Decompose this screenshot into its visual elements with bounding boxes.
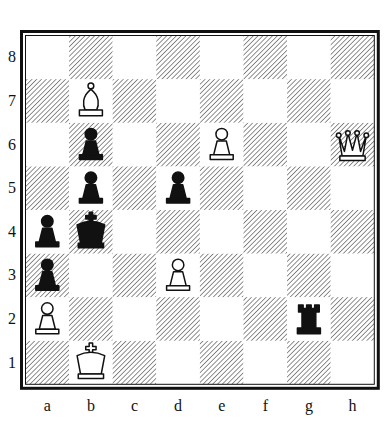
chess-piece [297,305,320,334]
chess-piece [36,303,59,334]
file-label: e [218,398,225,414]
chess-piece [210,128,233,159]
board-square [156,254,200,298]
board-square [26,79,70,123]
board-square [69,79,113,123]
board-square [287,36,331,80]
board-square [287,341,331,385]
rank-label: 5 [8,180,16,196]
board-square [69,166,113,210]
board-square [287,123,331,167]
board-square [26,166,70,210]
board-square [200,254,244,298]
rank-label: 2 [8,311,16,327]
board-square [200,79,244,123]
file-label: d [174,398,182,414]
board-square [156,36,200,80]
rank-label: 3 [8,267,16,283]
board-square [113,341,157,385]
board-square [113,297,157,341]
rank-label: 7 [8,93,16,109]
board-square [244,297,288,341]
board-square [244,36,288,80]
board-square [331,79,375,123]
board-square [26,297,70,341]
board-square [26,341,70,385]
chess-piece [336,131,368,161]
board-square [200,36,244,80]
board-square [69,36,113,80]
board-square [331,166,375,210]
board-square [200,123,244,167]
board-square [200,297,244,341]
file-label: a [44,398,51,414]
chess-piece [77,343,105,379]
board-square [244,341,288,385]
chess-piece [79,83,102,116]
board-square [156,210,200,254]
rank-label: 1 [8,355,16,371]
board-square [26,123,70,167]
file-label: c [131,398,138,414]
chess-piece [36,259,59,290]
board-square [113,254,157,298]
board-square [156,79,200,123]
board-square [331,36,375,80]
board-square [69,210,113,254]
board-square [113,210,157,254]
rank-label: 8 [8,49,16,65]
board-square [287,210,331,254]
board-square [200,166,244,210]
board-square [26,36,70,80]
rank-label: 4 [8,224,16,240]
file-label: f [263,398,268,414]
board-square [287,254,331,298]
file-label: g [305,398,313,414]
chess-piece [167,259,190,290]
board-square [244,123,288,167]
board-square [156,166,200,210]
board-square [287,79,331,123]
board-square [331,123,375,167]
chess-piece [79,128,102,159]
board-square [156,297,200,341]
board-square [331,254,375,298]
board-square [244,254,288,298]
board-square [287,166,331,210]
board-square [331,297,375,341]
chess-piece [167,172,190,203]
board-frame [22,32,379,389]
board-square [287,297,331,341]
board-square [113,166,157,210]
board-square [244,79,288,123]
board-square [113,123,157,167]
board-square [69,254,113,298]
board-square [244,166,288,210]
board-square [113,79,157,123]
chess-piece [79,172,102,203]
chess-piece [77,212,105,248]
board-square [156,341,200,385]
rank-label: 6 [8,137,16,153]
board-square [156,123,200,167]
board-square [69,297,113,341]
board-square [26,254,70,298]
chess-piece [36,216,59,247]
board-square [244,210,288,254]
file-label: b [87,398,95,414]
board-square [26,210,70,254]
board-square [200,341,244,385]
board-square [69,341,113,385]
board-square [331,210,375,254]
board-square [113,36,157,80]
board-square [331,341,375,385]
board-square [200,210,244,254]
file-label: h [349,398,357,414]
board-square [69,123,113,167]
